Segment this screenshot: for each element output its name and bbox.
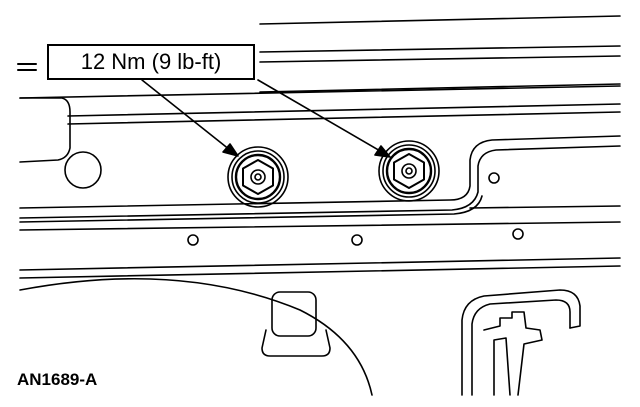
hex-nut-icon	[378, 140, 440, 202]
lower-panel-curve	[19, 277, 373, 396]
leader-arrow-icon	[141, 79, 231, 151]
panel-lower-line	[19, 265, 621, 279]
bracket-latch	[483, 311, 543, 396]
torque-callout-text: 12 Nm (9 lb-ft)	[80, 49, 222, 74]
bracket-outline	[461, 289, 581, 396]
rail-lower-edge	[19, 221, 621, 231]
leader-arrow-icon	[257, 79, 383, 153]
torque-callout-label: 12 Nm (9 lb-ft)	[47, 44, 255, 80]
square-clip-base	[261, 329, 331, 357]
rail-inner-edge	[19, 195, 483, 223]
panel-edge-line	[259, 45, 621, 53]
small-hole	[512, 228, 524, 240]
panel-edge-line	[259, 83, 621, 93]
rail-step-line	[469, 205, 621, 209]
bracket-inner-outline	[471, 299, 571, 396]
round-hole	[64, 151, 102, 189]
small-hole	[488, 172, 500, 184]
hex-nut-icon	[227, 146, 289, 208]
small-hole	[351, 234, 363, 246]
leader-arrowhead	[222, 143, 239, 157]
panel-edge-line	[67, 103, 621, 117]
panel-lower-line	[19, 257, 621, 271]
rail-upper-inner-edge	[19, 145, 621, 219]
rail-upper-edge	[19, 135, 621, 209]
bracket-latch-detail	[493, 337, 511, 396]
panel-edge-line	[19, 85, 621, 99]
panel-edge-line	[259, 55, 621, 63]
small-hole	[187, 234, 199, 246]
left-recess-outline	[19, 97, 71, 163]
square-clip	[271, 291, 317, 337]
panel-edge-line	[259, 15, 621, 25]
figure-id: AN1689-A	[17, 370, 98, 389]
panel-edge-line	[67, 111, 621, 125]
